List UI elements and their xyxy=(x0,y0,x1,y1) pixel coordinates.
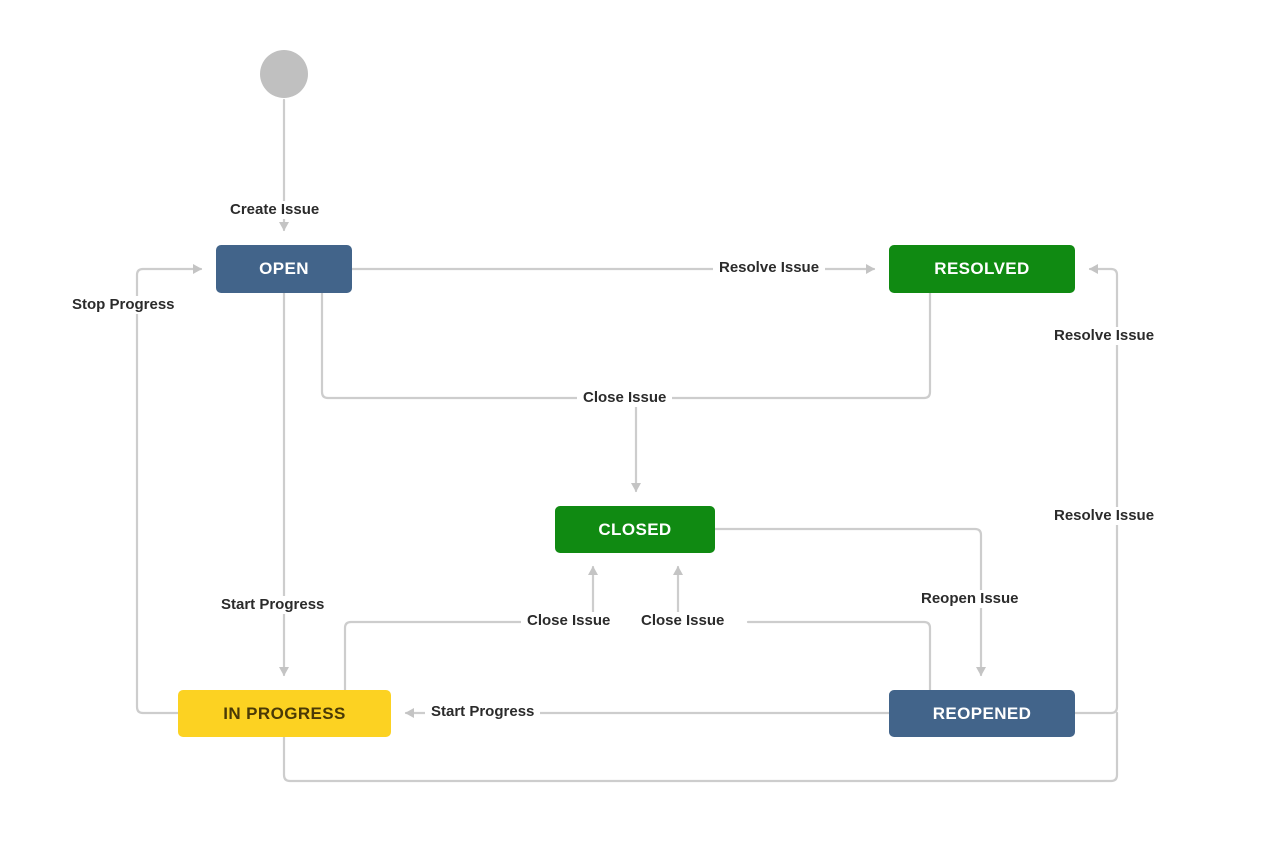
transition-label-resolve-issue-lower: Resolve Issue xyxy=(1048,507,1161,525)
transition-label-create-issue: Create Issue xyxy=(224,201,326,219)
edge-close-issue-upper xyxy=(320,291,932,400)
start-node xyxy=(260,50,308,98)
state-node-reopened[interactable]: REOPENED xyxy=(889,690,1075,737)
transition-label-stop-progress: Stop Progress xyxy=(66,296,181,314)
transition-label-close-issue-upper: Close Issue xyxy=(577,389,673,407)
state-label-reopened: REOPENED xyxy=(932,703,1032,723)
edge-close-issue-from-reopened xyxy=(746,620,932,692)
state-label-in-progress: IN PROGRESS xyxy=(223,703,346,723)
transition-label-resolve-issue-top: Resolve Issue xyxy=(713,259,826,277)
state-label-closed: CLOSED xyxy=(598,519,672,539)
edge-stop-progress xyxy=(135,264,203,715)
transition-label-start-progress-left: Start Progress xyxy=(215,596,331,614)
state-node-in-progress[interactable]: IN PROGRESS xyxy=(178,690,391,737)
edge-resolve-issue-in-progress xyxy=(282,711,1119,783)
edge-resolve-issue-reopened xyxy=(1073,264,1119,715)
state-label-resolved: RESOLVED xyxy=(934,259,1030,278)
state-label-open: OPEN xyxy=(259,259,309,278)
transition-label-start-progress-bottom: Start Progress xyxy=(425,703,541,721)
state-node-open[interactable]: OPEN xyxy=(216,245,352,293)
transition-label-resolve-issue-mid: Resolve Issue xyxy=(1048,327,1161,345)
transition-label-close-issue-left: Close Issue xyxy=(521,612,617,630)
state-node-resolved[interactable]: RESOLVED xyxy=(889,245,1075,293)
transition-label-reopen-issue: Reopen Issue xyxy=(915,590,1025,608)
transition-label-close-issue-right: Close Issue xyxy=(635,612,731,630)
edge-close-issue-from-in-progress xyxy=(343,620,526,692)
edge-reopen-issue xyxy=(713,527,986,677)
state-node-closed[interactable]: CLOSED xyxy=(555,506,715,553)
